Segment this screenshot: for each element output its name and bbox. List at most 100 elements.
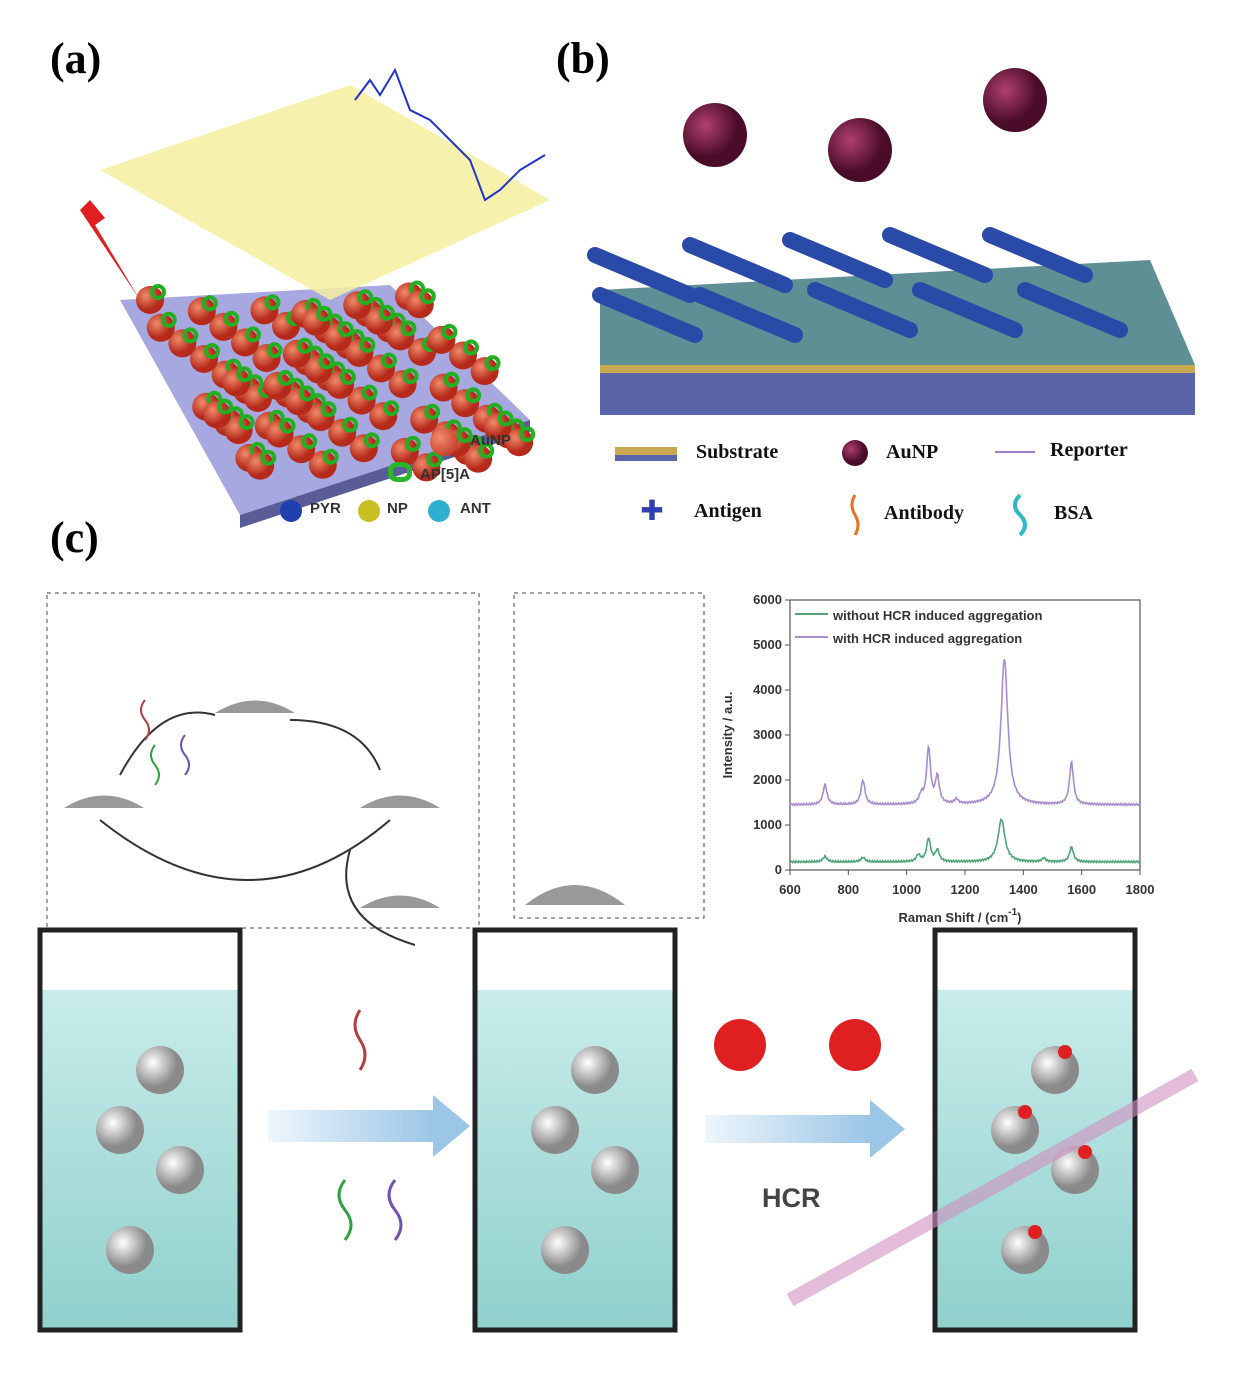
beaker: [37, 927, 243, 1333]
laser-icon: [65, 170, 140, 300]
beaker-liquid: [475, 990, 675, 1330]
legend-ap5a: AP[5]A: [420, 466, 471, 483]
legend-ant: ANT: [460, 500, 491, 517]
legend-label: with HCR induced aggregation: [832, 631, 1022, 646]
x-tick-label: 1800: [1126, 882, 1155, 897]
ap5a-ring: [378, 304, 395, 321]
ap5a-ring: [150, 284, 166, 300]
gold-nanoparticle: [531, 1106, 579, 1154]
svg-text:✚: ✚: [640, 495, 663, 526]
legend-pyr: PYR: [310, 500, 341, 517]
ap5a-icon: [388, 462, 412, 482]
aunp-particle: [410, 405, 439, 434]
nanorod: [587, 247, 698, 303]
ap5a-ring: [182, 327, 199, 344]
y-tick-label: 0: [775, 862, 782, 877]
legend-antibody: Antibody: [884, 502, 965, 524]
series-line-1: [789, 659, 1141, 807]
ap5a-ring: [236, 366, 253, 383]
ap5a-ring: [318, 353, 335, 370]
ap5a-ring: [381, 352, 397, 369]
aunp-particle: [231, 328, 259, 357]
aggregate-box: [513, 592, 705, 919]
ap5a-ring: [465, 387, 482, 404]
legend-aunp: AuNP: [886, 441, 939, 463]
aunp-particle: [828, 118, 892, 182]
aggregate-probe: [1028, 1225, 1042, 1239]
ap5a-ring: [478, 442, 495, 459]
gold-nanoparticle: [156, 1146, 204, 1194]
aunp-particle: [302, 307, 331, 336]
ap5a-ring: [277, 369, 294, 386]
aunp-particle: [505, 428, 534, 457]
nanorod: [592, 287, 703, 343]
pyr-icon: [280, 500, 302, 522]
panel-label-c: (c): [50, 513, 99, 562]
aunp-particle: [429, 373, 458, 402]
hcr-label: HCR: [762, 1183, 821, 1213]
aunp-particle: [328, 418, 357, 447]
aunp-particle: [306, 403, 335, 432]
y-tick-label: 3000: [753, 727, 782, 742]
aunp-particle: [308, 450, 337, 479]
ap5a-ring: [361, 384, 378, 401]
ap5a-ring: [217, 398, 233, 415]
ap5a-ring: [279, 417, 296, 434]
y-tick-label: 2000: [753, 772, 782, 787]
legend-bsa: BSA: [1054, 502, 1093, 524]
sers-map: [100, 85, 550, 300]
aunp-particle: [209, 312, 238, 341]
ap5a-ring: [204, 343, 220, 359]
aunp-particle: [347, 386, 376, 415]
aunp-icon: [430, 428, 458, 456]
aunp-probe: [829, 1019, 881, 1071]
aunp-particle: [451, 389, 480, 418]
legend-label: without HCR induced aggregation: [832, 608, 1042, 623]
nanorod: [912, 282, 1023, 338]
nanorod: [682, 237, 793, 293]
spectrum-trace: [354, 67, 546, 202]
beaker: [472, 927, 678, 1333]
ap5a-ring: [484, 355, 501, 372]
aggregate-probe: [1078, 1145, 1092, 1159]
gold-nanoparticle: [106, 1226, 154, 1274]
gold-nanoparticle: [591, 1146, 639, 1194]
aunp-particle: [349, 434, 378, 463]
ap5a-ring: [357, 289, 374, 306]
legend-antigen: Antigen: [694, 500, 762, 522]
aunp-probe: [714, 1019, 766, 1071]
aunp-particle: [252, 344, 281, 373]
panel-label-a: (a): [50, 34, 102, 83]
gold-nanoparticle: [541, 1226, 589, 1274]
gold-nanoparticle: [571, 1046, 619, 1094]
x-tick-label: 1200: [951, 882, 980, 897]
aunp-particle: [168, 329, 197, 358]
beaker-liquid: [40, 990, 240, 1330]
arrow-right: [705, 1115, 870, 1143]
aunp-particle: [427, 325, 456, 354]
aunp-particle: [683, 103, 747, 167]
ap5a-ring: [316, 305, 333, 322]
aunp-particle: [282, 339, 311, 368]
aunp-particle: [983, 68, 1047, 132]
aunp-particle: [187, 297, 216, 326]
ap5a-ring: [266, 342, 283, 359]
ap5a-ring: [301, 433, 318, 450]
nanorod: [692, 287, 803, 343]
x-tick-label: 1600: [1067, 882, 1096, 897]
x-tick-label: 1400: [1009, 882, 1038, 897]
ap5a-ring: [320, 401, 337, 418]
y-tick-label: 6000: [753, 592, 782, 607]
laser-beam: [786, 1068, 1199, 1307]
nanorod: [882, 227, 993, 283]
ap5a-ring: [245, 326, 261, 343]
legend-substrate: Substrate: [696, 441, 779, 463]
panel-a-illustration: [65, 67, 550, 528]
ap5a-ring: [340, 369, 356, 385]
nanorod: [782, 232, 893, 288]
ap5a-ring: [337, 321, 354, 338]
ap5a-ring: [264, 294, 281, 311]
panel-label-b: (b): [556, 34, 610, 83]
